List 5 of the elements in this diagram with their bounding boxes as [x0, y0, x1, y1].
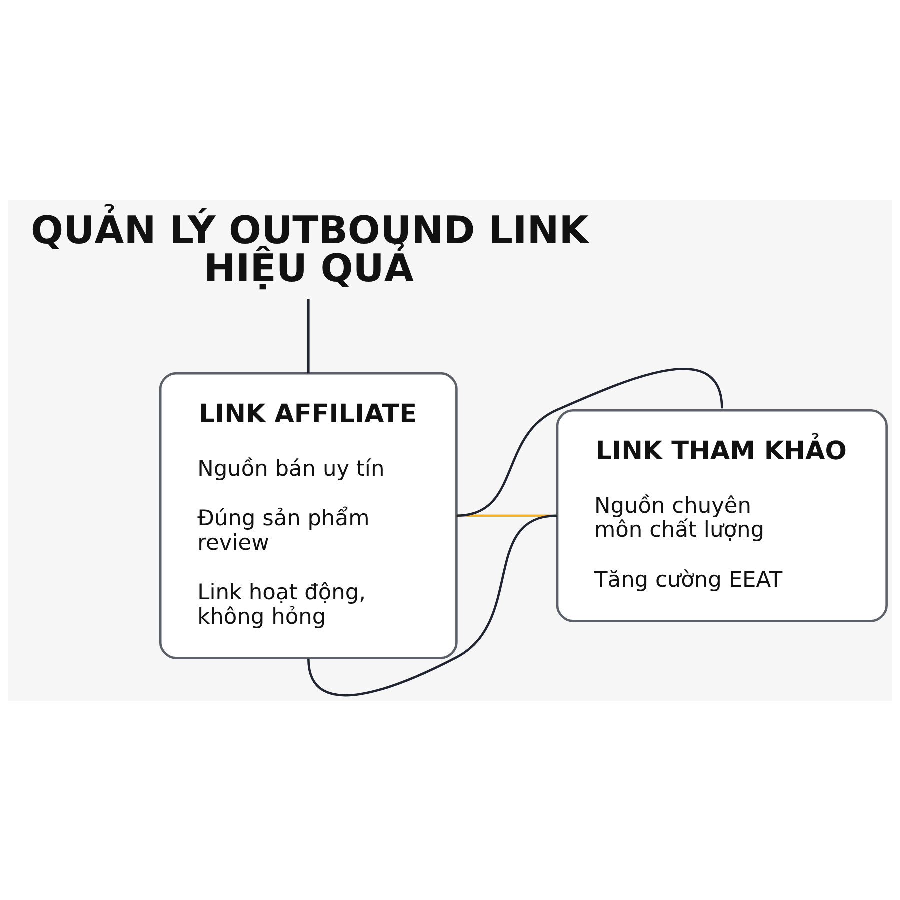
node-box: LINK THAM KHẢO Nguồn chuyên môn chất lượng Tăng cường EEAT: [556, 408, 888, 622]
connector: [308, 514, 558, 696]
connector: [456, 368, 724, 517]
connector: [308, 299, 310, 374]
node-box: LINK AFFILIATE Nguồn bán uy tín Đúng sản phẩm review Link hoạt động, không hỏng: [159, 372, 458, 659]
